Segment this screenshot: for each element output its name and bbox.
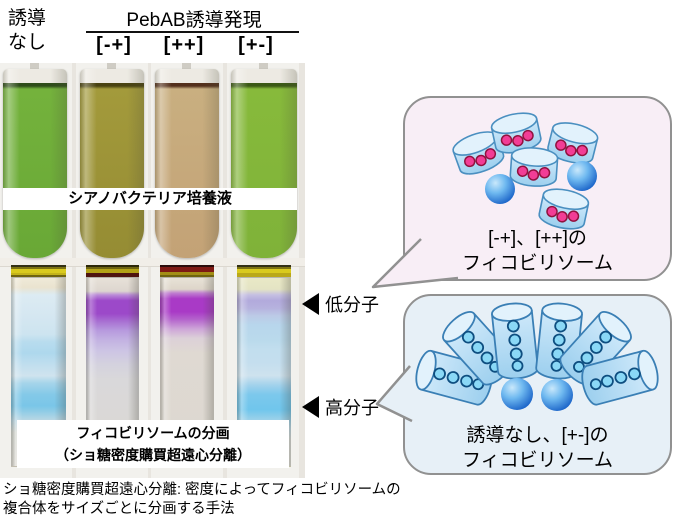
low-molecular-label: 低分子 bbox=[325, 295, 379, 315]
figure-note-line2: 複合体をサイズごとに分画する手法 bbox=[3, 501, 235, 517]
gradient-tube-cap bbox=[160, 265, 214, 277]
large-phycobilisome-art bbox=[411, 300, 663, 411]
no-induction-line2: なし bbox=[8, 32, 47, 53]
sphere-icon bbox=[485, 174, 515, 204]
rod-icon bbox=[490, 300, 540, 382]
rack-shelf bbox=[0, 258, 305, 267]
bubble-bottom-line1: 誘導なし、[+-]の bbox=[466, 425, 609, 446]
high-molecular-label: 高分子 bbox=[325, 398, 379, 418]
tube-photo-panel: シアノバクテリア培養液 フィコビリソームの分画 （ショ糖密度購買超遠心分離） bbox=[0, 63, 305, 478]
tube-neck bbox=[259, 63, 268, 72]
culture-tube-plus-plus bbox=[155, 69, 219, 258]
gradient-tube-cap bbox=[86, 265, 139, 277]
low-molecular-marker: 低分子 bbox=[302, 291, 379, 317]
no-induction-label: 誘導 なし bbox=[8, 7, 46, 55]
lane-label-plus-minus: [+-] bbox=[238, 34, 274, 56]
bubble-top-line1: [-+]、[++]の bbox=[488, 228, 587, 249]
pebab-induction-title: PebAB誘導発現 bbox=[126, 10, 262, 31]
lane-label-plus-plus: [++] bbox=[163, 34, 205, 56]
pebab-title-underline bbox=[86, 31, 299, 33]
lane-label-minus-plus: [-+] bbox=[96, 34, 132, 56]
culture-tube-plus-minus bbox=[231, 69, 297, 258]
fractionation-banner-line2: （ショ糖密度購買超遠心分離） bbox=[55, 447, 251, 463]
fractionation-banner: フィコビリソームの分画 （ショ糖密度購買超遠心分離） bbox=[17, 420, 289, 468]
tube-neck bbox=[182, 63, 191, 72]
tube-neck bbox=[107, 63, 116, 72]
gradient-tube-cap bbox=[237, 265, 291, 277]
tube-neck bbox=[30, 63, 39, 72]
large-phycobilisome-caption: 誘導なし、[+-]の フィコビリソーム bbox=[403, 423, 672, 473]
small-phycobilisome-art bbox=[449, 108, 601, 234]
sphere-icon bbox=[567, 161, 597, 191]
arrow-left-icon bbox=[302, 396, 319, 418]
bubble-top-line2: フィコビリソーム bbox=[461, 253, 614, 274]
no-induction-line1: 誘導 bbox=[8, 8, 47, 29]
bubble-bottom-line2: フィコビリソーム bbox=[461, 450, 614, 471]
sphere-icon bbox=[541, 379, 573, 411]
culture-banner: シアノバクテリア培養液 bbox=[3, 188, 297, 210]
drum-icon bbox=[508, 145, 559, 189]
culture-tube-no-induction bbox=[3, 69, 67, 258]
culture-tube-minus-plus bbox=[80, 69, 144, 258]
high-molecular-marker: 高分子 bbox=[302, 394, 379, 420]
arrow-left-icon bbox=[302, 293, 319, 315]
small-phycobilisome-caption: [-+]、[++]の フィコビリソーム bbox=[403, 226, 672, 276]
fractionation-banner-line1: フィコビリソームの分画 bbox=[76, 425, 230, 441]
figure-note-line1: ショ糖密度購買超遠心分離: 密度によってフィコビリソームの bbox=[3, 482, 401, 498]
figure-note: ショ糖密度購買超遠心分離: 密度によってフィコビリソームの 複合体をサイズごとに… bbox=[3, 481, 423, 519]
sphere-icon bbox=[501, 378, 533, 410]
gradient-tube-cap bbox=[11, 265, 66, 277]
